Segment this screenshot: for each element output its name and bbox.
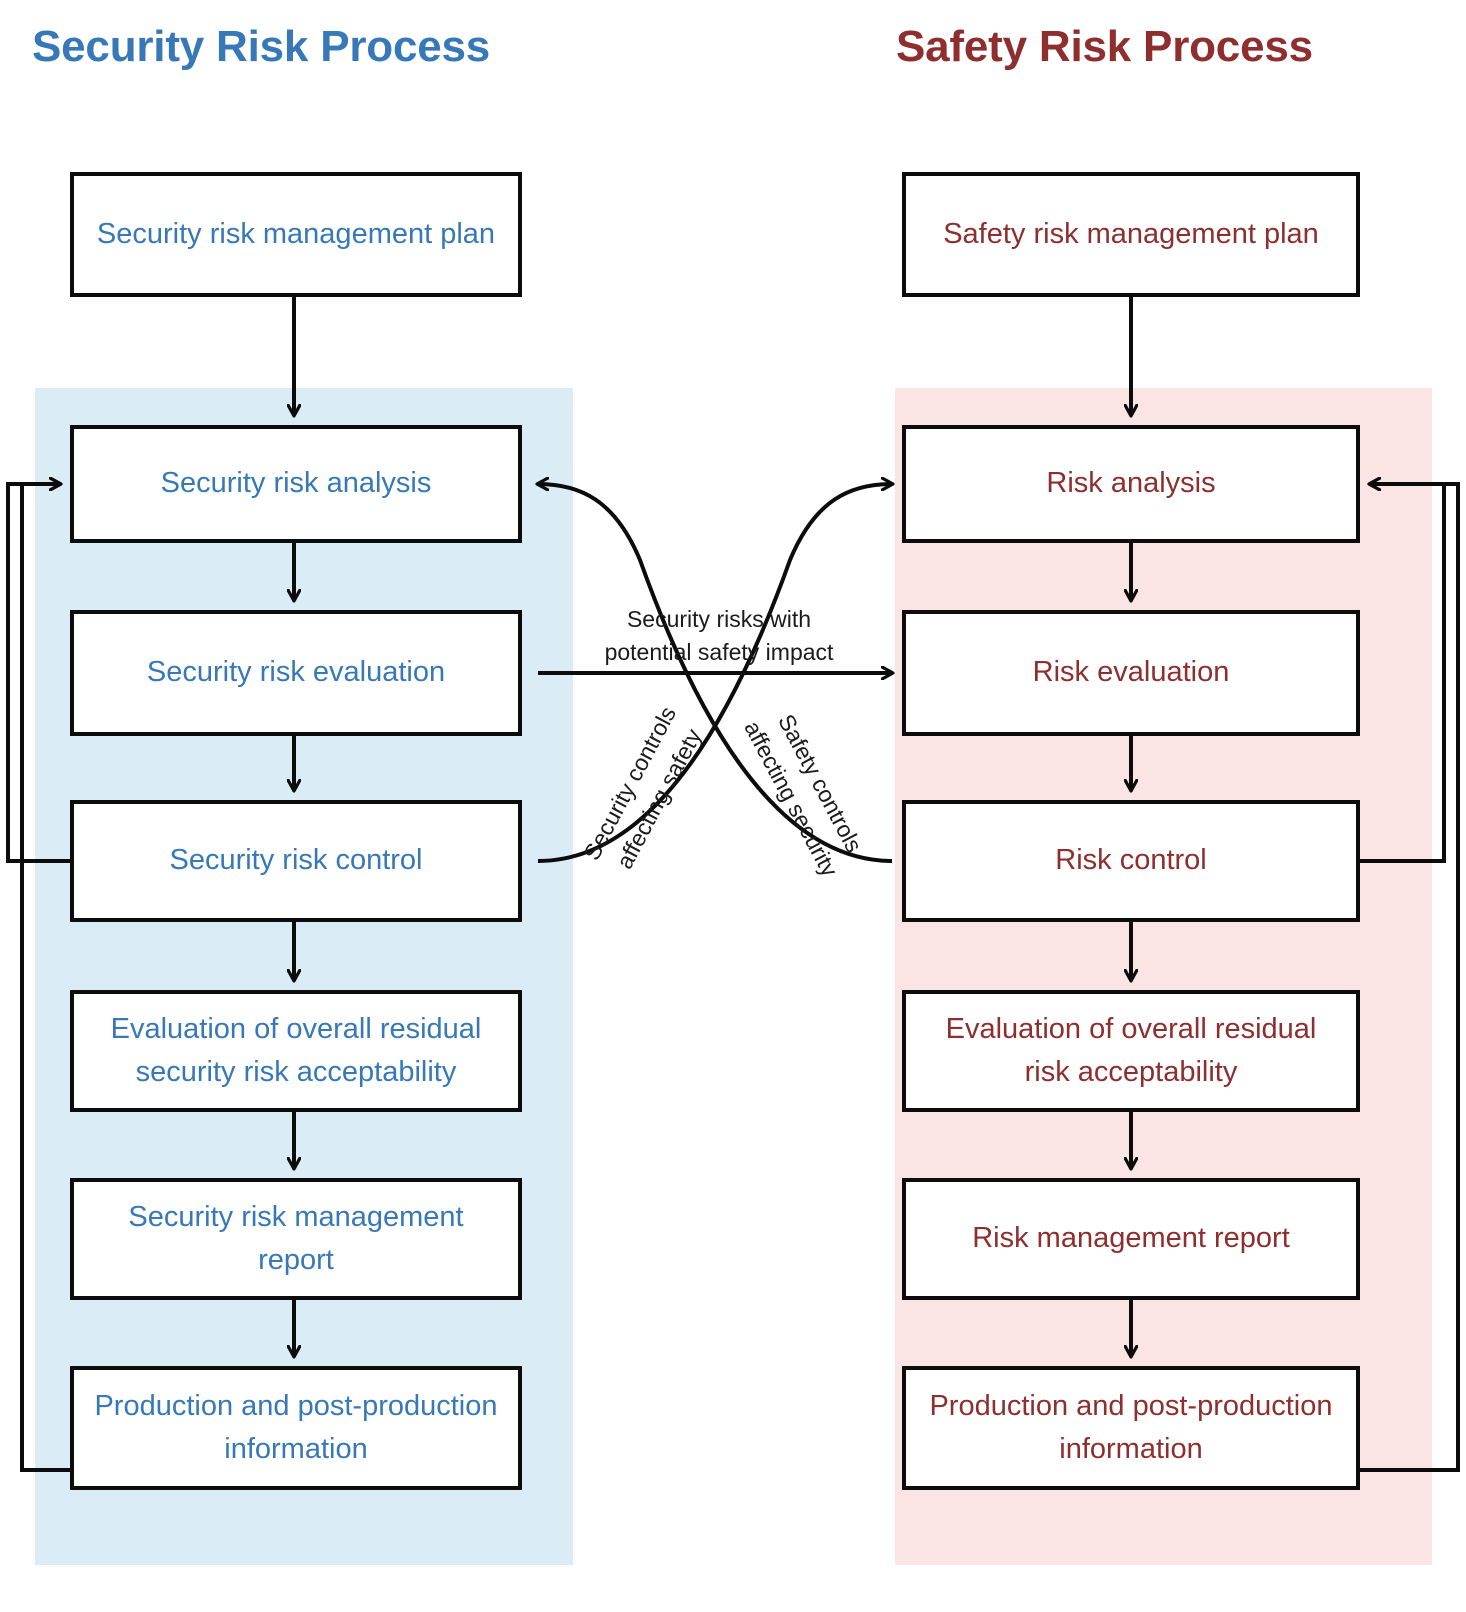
edge-security-controls-affecting-safety <box>537 484 892 863</box>
page-title-security: Security Risk Process <box>32 22 491 71</box>
node-security-risk-management-plan[interactable]: Security risk management plan <box>70 172 522 297</box>
node-safety-residual-risk-acceptability[interactable]: Evaluation of overall residual risk acce… <box>902 990 1360 1112</box>
node-security-production-and-post-production-information[interactable]: Production and post-production informati… <box>70 1366 522 1490</box>
edge-sec-control-feedback-to-analysis <box>6 484 70 863</box>
node-security-residual-risk-acceptability[interactable]: Evaluation of overall residual security … <box>70 990 522 1112</box>
node-risk-evaluation[interactable]: Risk evaluation <box>902 610 1360 736</box>
node-security-risk-control[interactable]: Security risk control <box>70 800 522 922</box>
node-security-risk-analysis[interactable]: Security risk analysis <box>70 425 522 543</box>
node-risk-analysis[interactable]: Risk analysis <box>902 425 1360 543</box>
node-risk-control[interactable]: Risk control <box>902 800 1360 922</box>
edge-safety-controls-affecting-security <box>538 484 893 863</box>
edge-sec-production-feedback-to-analysis <box>20 484 70 1472</box>
edge-saf-production-feedback-to-analysis <box>1360 484 1460 1472</box>
node-security-risk-management-report[interactable]: Security risk management report <box>70 1178 522 1300</box>
edge-saf-control-feedback-to-analysis <box>1360 484 1446 863</box>
node-safety-production-and-post-production-information[interactable]: Production and post-production informati… <box>902 1366 1360 1490</box>
node-risk-management-report[interactable]: Risk management report <box>902 1178 1360 1300</box>
node-security-risk-evaluation[interactable]: Security risk evaluation <box>70 610 522 736</box>
page-title-safety: Safety Risk Process <box>896 22 1313 71</box>
node-safety-risk-management-plan[interactable]: Safety risk management plan <box>902 172 1360 297</box>
edge-label-security-risks-with-safety-impact: Security risks with potential safety imp… <box>604 606 834 666</box>
